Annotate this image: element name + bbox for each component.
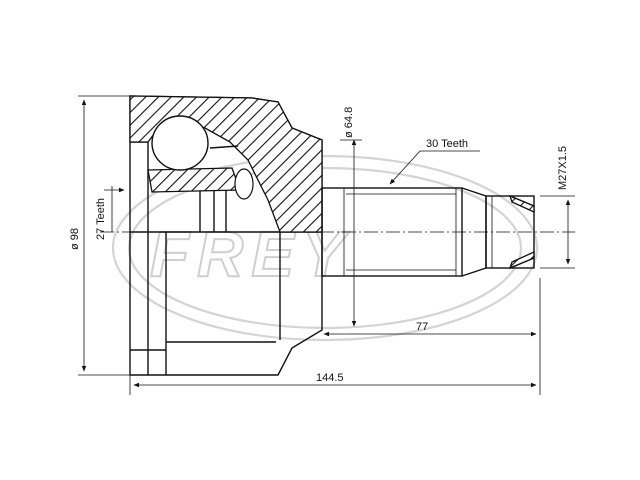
total-length-label: 144.5	[316, 372, 344, 384]
splined-shaft	[321, 187, 535, 277]
dim-outer-diameter: ø 98	[69, 95, 130, 376]
dim-outer-teeth: 30 Teeth	[389, 138, 480, 185]
dim-inner-teeth: 27 Teeth	[95, 186, 125, 240]
shaft-length-label: 77	[416, 321, 428, 333]
thread-label: M27X1.5	[557, 146, 569, 190]
ball-bearing	[151, 115, 209, 171]
dim-inner-diameter: ø 64.8	[340, 107, 362, 327]
inner-diameter-label: ø 64.8	[343, 107, 355, 138]
dim-thread: M27X1.5	[540, 146, 575, 269]
hatched-section	[129, 95, 323, 233]
outer-teeth-label: 30 Teeth	[426, 138, 468, 150]
dim-shaft-length: 77	[323, 278, 541, 395]
inner-teeth-label: 27 Teeth	[95, 198, 107, 240]
outer-diameter-label: ø 98	[69, 228, 81, 250]
dim-total-length: 144.5	[129, 372, 537, 395]
